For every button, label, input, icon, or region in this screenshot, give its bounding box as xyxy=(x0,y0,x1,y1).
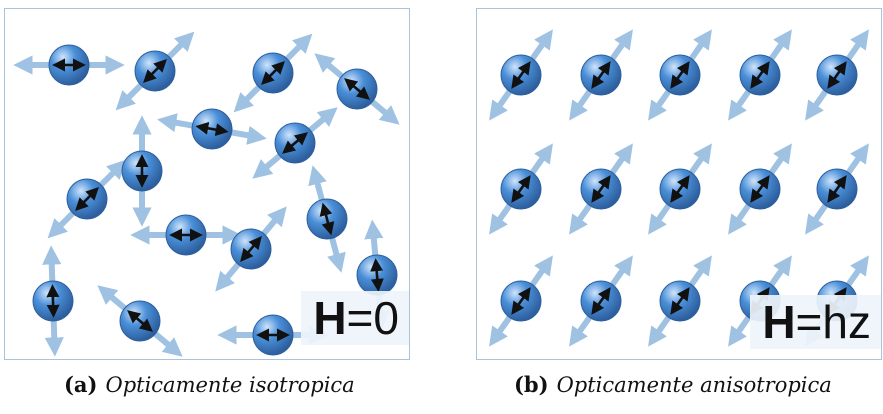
dipole-arrow xyxy=(46,284,60,318)
caption-tag: (a) xyxy=(64,372,98,397)
molecule xyxy=(580,280,622,322)
molecule xyxy=(580,54,622,96)
molecule xyxy=(500,54,542,96)
field-symbol: H xyxy=(762,296,796,348)
dipole-arrow xyxy=(670,287,690,315)
dipole-arrow xyxy=(370,258,384,292)
panel-isotropic: H=0 xyxy=(4,8,410,360)
molecule-layer xyxy=(32,44,398,356)
molecule xyxy=(274,122,316,164)
dipole-arrow xyxy=(127,310,153,332)
molecule xyxy=(739,168,781,210)
molecule xyxy=(816,168,858,210)
dipole-arrow xyxy=(261,61,285,85)
molecule xyxy=(121,150,163,192)
molecule xyxy=(659,54,701,96)
molecule xyxy=(336,68,378,110)
field-label-isotropic: H=0 xyxy=(301,291,409,345)
molecule xyxy=(191,108,233,150)
dipole-arrow xyxy=(670,175,690,203)
dipole-arrow xyxy=(591,287,611,315)
dipole-arrow xyxy=(143,59,167,83)
molecule xyxy=(66,178,108,220)
dipole-arrow xyxy=(591,61,611,89)
caption-anisotropic: (b) Opticamente anisotropica xyxy=(514,372,832,397)
molecule xyxy=(500,168,542,210)
dipole-arrow xyxy=(511,287,531,315)
molecule xyxy=(32,280,74,322)
dipole-arrow xyxy=(319,202,335,236)
dipole-arrow xyxy=(750,175,770,203)
molecule xyxy=(356,254,398,296)
caption-isotropic: (a) Opticamente isotropica xyxy=(64,372,355,397)
dipole-arrow xyxy=(827,61,847,89)
molecule xyxy=(48,44,90,86)
dipole-arrow xyxy=(282,132,308,154)
molecule xyxy=(230,228,272,270)
dipole-arrow xyxy=(195,121,229,137)
dipole-arrow xyxy=(591,175,611,203)
panel-anisotropic: H=hz xyxy=(476,8,882,360)
dipole-arrow xyxy=(750,61,770,89)
caption-text: Opticamente isotropica xyxy=(105,373,355,397)
dipole-arrow xyxy=(511,61,531,89)
dipole-arrow xyxy=(240,236,262,262)
molecule xyxy=(165,214,207,256)
field-symbol: H xyxy=(313,292,347,344)
dipole-arrow xyxy=(670,61,690,89)
molecule xyxy=(306,198,348,240)
molecule xyxy=(659,168,701,210)
molecule-layer xyxy=(500,54,858,322)
molecule xyxy=(134,50,176,92)
molecule xyxy=(580,168,622,210)
molecule xyxy=(739,54,781,96)
molecule xyxy=(816,54,858,96)
dipole-arrow xyxy=(75,187,99,211)
dipole-arrow xyxy=(827,175,847,203)
field-value: =hz xyxy=(795,296,871,348)
dipole-arrow xyxy=(511,175,531,203)
molecule xyxy=(500,280,542,322)
molecule xyxy=(659,280,701,322)
molecule xyxy=(252,52,294,94)
molecule-diagram-isotropic xyxy=(13,31,400,357)
dipole-arrow xyxy=(344,78,370,100)
caption-tag: (b) xyxy=(514,372,549,397)
molecule xyxy=(252,314,294,356)
field-label-anisotropic: H=hz xyxy=(750,295,881,349)
caption-text: Opticamente anisotropica xyxy=(556,373,832,397)
field-value: =0 xyxy=(346,292,399,344)
molecule xyxy=(119,300,161,342)
